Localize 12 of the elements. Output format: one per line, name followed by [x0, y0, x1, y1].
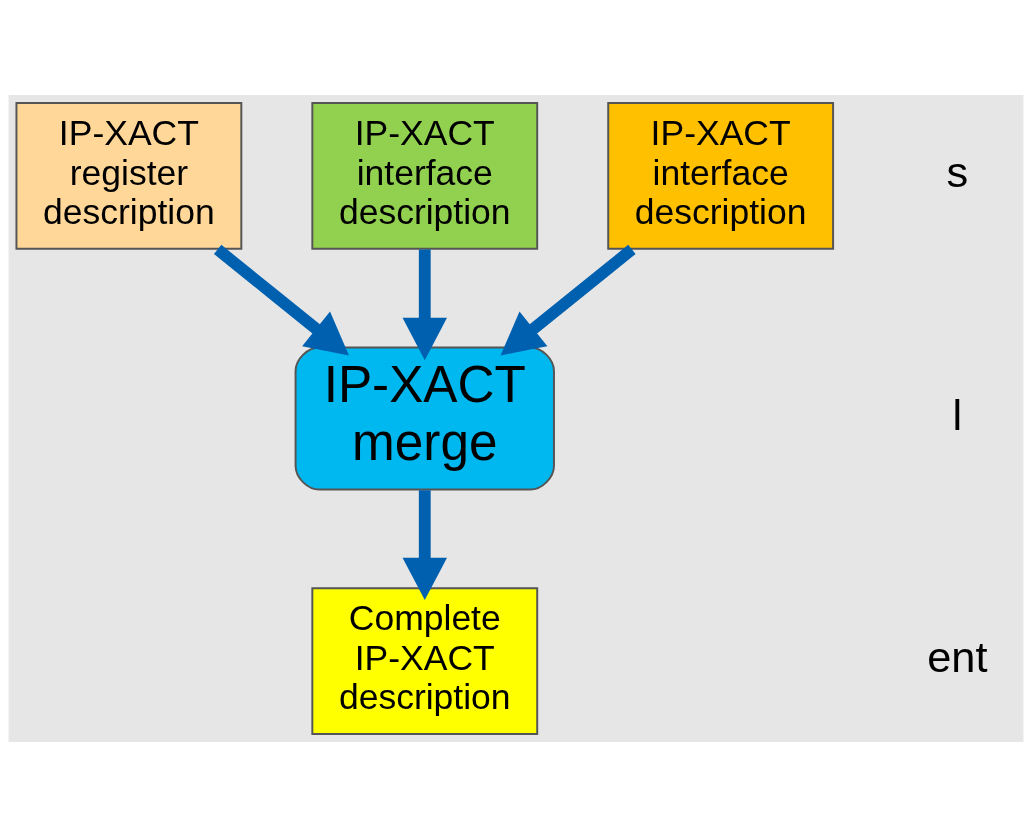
node-box: IP-XACT merge	[294, 346, 555, 490]
arrow	[402, 248, 447, 360]
node-box: IP-XACT register description	[15, 101, 243, 250]
label: s	[946, 147, 969, 196]
label: ent	[927, 632, 988, 681]
arrow	[213, 244, 349, 355]
arrow	[402, 489, 447, 600]
node-box: Complete IP-XACT description	[311, 586, 539, 735]
node-box: IP-XACT interface description	[311, 101, 539, 250]
arrow	[500, 244, 636, 355]
label: l	[952, 390, 963, 439]
node-box: IP-XACT interface description	[607, 101, 835, 250]
